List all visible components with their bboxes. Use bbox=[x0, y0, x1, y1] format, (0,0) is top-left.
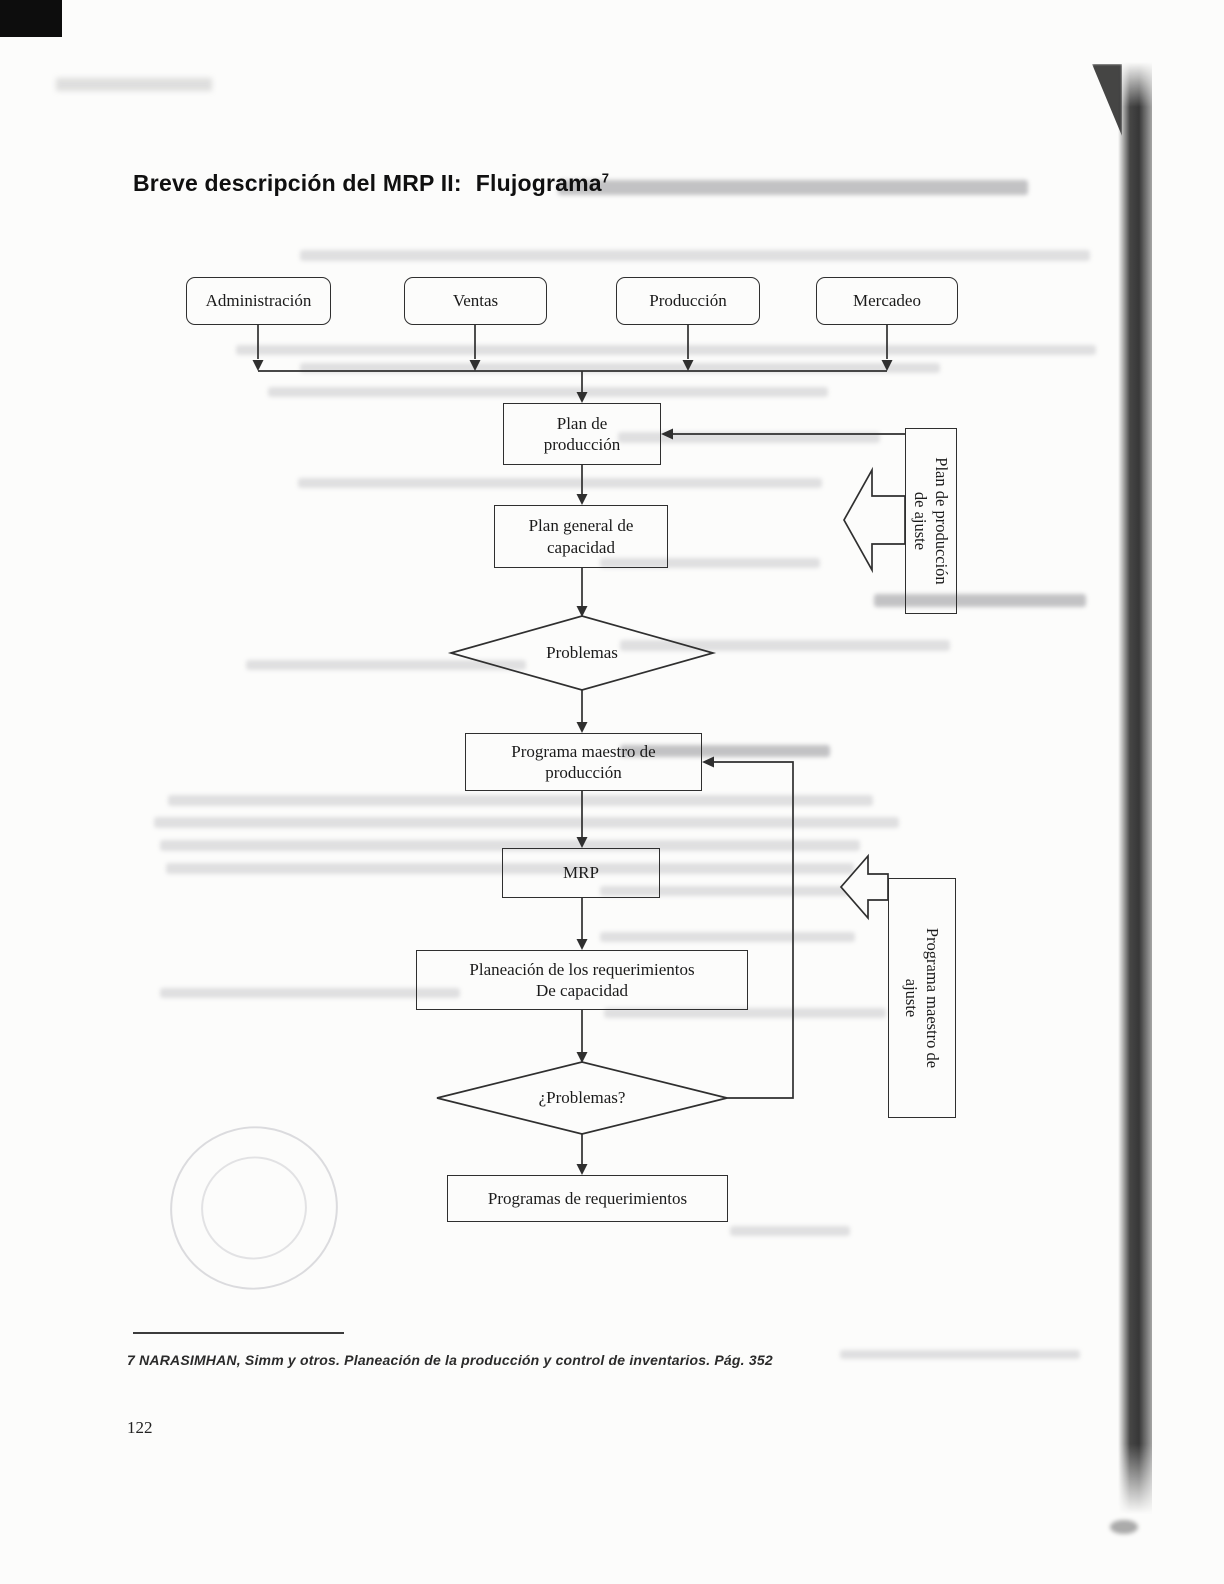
flow-arrowheads bbox=[252, 360, 893, 1175]
node-label-line1: Programa maestro de bbox=[923, 927, 943, 1069]
feedback-programa-ajuste-line bbox=[714, 761, 794, 1099]
page-title: Breve descripción del MRP II: Flujograma7 bbox=[133, 170, 609, 197]
node-programa-ajuste bbox=[888, 878, 956, 1118]
node-programa-ajuste-label: Programa maestro de ajuste bbox=[888, 878, 956, 1118]
page-title-text: Breve descripción del MRP II: bbox=[133, 170, 462, 196]
block-arrow-programa-ajuste bbox=[839, 853, 889, 921]
node-mercadeo: Mercadeo bbox=[816, 277, 958, 325]
node-plan-general-capacidad: Plan general de capacidad bbox=[494, 505, 668, 568]
node-plan-ajuste bbox=[905, 428, 957, 614]
node-label-line1: Planeación de los requerimientos bbox=[469, 959, 695, 979]
node-label: Administración bbox=[205, 291, 312, 311]
flow-lines bbox=[257, 325, 905, 1164]
node-label: Ventas bbox=[452, 291, 499, 311]
node-label-line1: Programa maestro de bbox=[511, 741, 656, 761]
node-ventas: Ventas bbox=[404, 277, 547, 325]
node-label-line2: de ajuste bbox=[911, 491, 930, 551]
decision-problemas-diamond bbox=[447, 615, 717, 691]
decision-problemas-2-diamond bbox=[436, 1061, 728, 1135]
node-label-line1: Plan general de bbox=[528, 516, 634, 536]
node-programa-maestro: Programa maestro de producción bbox=[465, 733, 702, 791]
node-label-line2: producción bbox=[545, 763, 622, 782]
node-label: MRP bbox=[563, 863, 599, 883]
block-arrow-plan-ajuste bbox=[843, 466, 906, 574]
decision-problemas-2-label: ¿Problemas? bbox=[538, 1088, 626, 1107]
node-mrp: MRP bbox=[502, 848, 660, 898]
page-title-word: Flujograma bbox=[475, 170, 602, 196]
node-administracion: Administración bbox=[186, 277, 331, 325]
node-programas-requerimientos: Programas de requerimientos bbox=[447, 1175, 728, 1222]
node-produccion: Producción bbox=[616, 277, 760, 325]
node-label-line2: producción bbox=[543, 435, 621, 454]
decision-problemas-label: Problemas bbox=[546, 643, 618, 662]
footnote-text: 7 NARASIMHAN, Simm y otros. Planeación d… bbox=[127, 1352, 773, 1368]
node-label-line2: ajuste bbox=[902, 978, 921, 1018]
node-label-line1: Plan de bbox=[556, 413, 608, 433]
node-label-line2: capacidad bbox=[547, 537, 615, 557]
node-plan-ajuste-label: Plan de producción de ajuste bbox=[905, 428, 957, 614]
footnote-rule bbox=[133, 1332, 344, 1334]
node-label-line2: De capacidad bbox=[535, 981, 629, 1000]
node-planeacion-requerimientos: Planeación de los requerimientos De capa… bbox=[416, 950, 748, 1010]
page-number: 122 bbox=[127, 1418, 153, 1437]
node-plan-produccion: Plan de producción bbox=[503, 403, 661, 465]
footnote-reference: 7 bbox=[601, 170, 610, 186]
node-label: Programas de requerimientos bbox=[487, 1188, 688, 1208]
node-label: Producción bbox=[649, 291, 727, 311]
node-label: Mercadeo bbox=[853, 291, 921, 311]
node-label-line1: Plan de producción bbox=[932, 457, 952, 585]
